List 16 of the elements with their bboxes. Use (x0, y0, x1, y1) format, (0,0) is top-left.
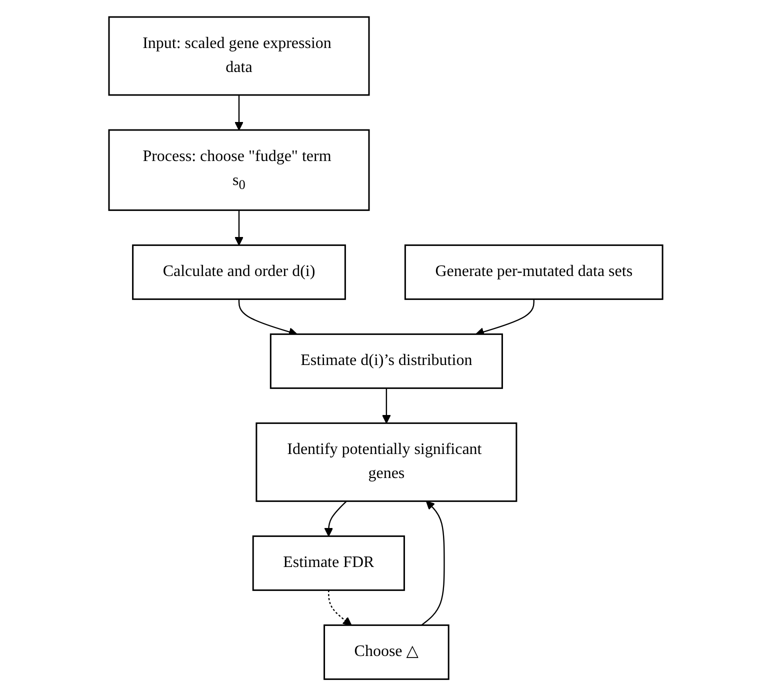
node-box: Choose △ (324, 624, 450, 680)
arrow (328, 590, 352, 626)
node-box: Generate per-mutated data sets (404, 244, 664, 300)
arrow (234, 95, 244, 131)
node-box: Calculate and order d(i) (132, 244, 346, 300)
node-box: Identify potentially significant genes (256, 422, 518, 502)
node-box: Input: scaled gene expression data (108, 16, 370, 96)
arrow (234, 210, 244, 246)
arrow (238, 300, 298, 336)
node-box: Estimate FDR (252, 536, 406, 592)
arrow (324, 501, 348, 537)
node-box: Estimate d(i)’s distribution (270, 334, 504, 390)
arrow (421, 501, 446, 626)
node-box: Process: choose "fudge" term s$_{0}$ (108, 130, 370, 212)
arrow (382, 388, 392, 424)
arrow (476, 300, 535, 336)
